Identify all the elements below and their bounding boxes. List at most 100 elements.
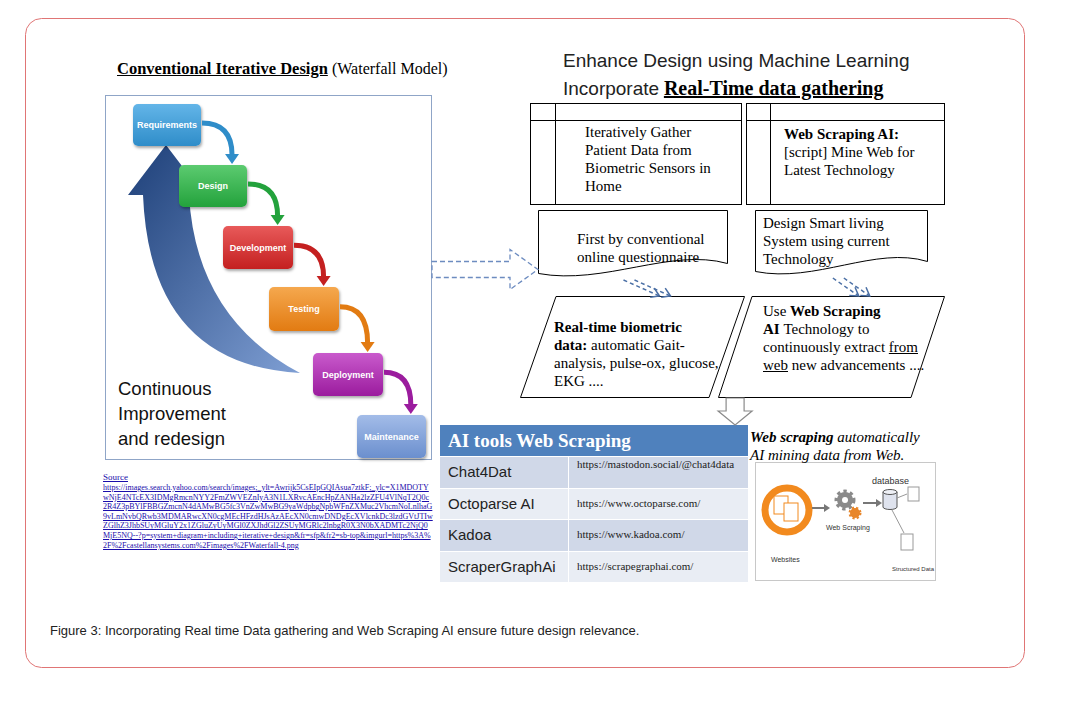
table-cell: https://www.kadoa.com/	[577, 528, 742, 541]
phase-arrow-line	[340, 307, 368, 343]
hollow-arrow	[718, 398, 752, 425]
flow-arrow	[340, 307, 375, 352]
arrow-head	[860, 287, 869, 296]
parallelogram-border	[719, 297, 945, 398]
node-text: UseWeb Scraping AITechnology to continuo…	[763, 302, 943, 374]
node-label: Continuous Improvement and redesign	[118, 378, 226, 449]
structured-doc-icon	[901, 534, 913, 550]
box-inner-line	[747, 120, 945, 121]
node-label: Requirements	[137, 120, 197, 130]
node-text: Development	[223, 226, 293, 269]
flow-arrow	[384, 372, 418, 414]
arrow-head	[225, 154, 239, 164]
picture-frame: Continuous Improvement and redesign Requi…	[105, 95, 432, 460]
phase-arrow-line	[248, 184, 278, 216]
heading-text: Real-Time data gathering	[664, 77, 884, 99]
arrow-head	[317, 276, 331, 286]
illustration-label: database	[872, 476, 922, 486]
illustration-label: Websites	[771, 556, 821, 564]
gear-icon	[837, 492, 853, 508]
hollow-arrow	[432, 250, 538, 290]
flow-head	[824, 504, 830, 512]
dashed-arrow-line	[833, 278, 859, 296]
table-cell: Octoparse AI	[448, 495, 570, 513]
phase-box: Testing	[269, 287, 339, 331]
node-text: Iteratively Gather Patient Data from Bio…	[585, 123, 711, 195]
flow-line	[892, 510, 904, 533]
flow-arrow	[833, 278, 870, 296]
node-label: Development	[230, 243, 287, 253]
box-inner-line	[531, 120, 742, 121]
heading-text: Enhance Design using Machine Learning	[563, 50, 963, 72]
node-text: Web Scraping AI: [script] Mine Web for La…	[784, 125, 934, 179]
illustration-label: Structured Data	[892, 566, 942, 573]
arrow-head	[404, 404, 418, 414]
improvement-loop-arrow	[128, 145, 300, 373]
parallelogram-border	[521, 297, 745, 398]
flow-arrow	[432, 250, 538, 290]
box-inner-line	[555, 104, 556, 205]
gear-hole	[842, 497, 848, 503]
node-text: Testing	[269, 287, 339, 331]
phase-arrow-line	[202, 123, 232, 155]
node-text: First by conventional online questionnai…	[577, 230, 732, 266]
node-label: [script] Mine Web for Latest Technology	[784, 144, 915, 178]
flow-arrow	[202, 123, 239, 164]
table-column-divider	[568, 456, 569, 582]
arrow-head	[361, 342, 375, 352]
text-line: Conventional Iterative Design(Waterfall …	[117, 59, 547, 79]
phase-box: Maintenance	[357, 415, 426, 458]
data-parallelogram: UseWeb Scraping AITechnology to continuo…	[718, 296, 945, 398]
heading-text: Conventional Iterative Design	[117, 59, 328, 78]
node-text: Maintenance	[357, 415, 426, 458]
box-border	[531, 104, 742, 205]
document-border	[539, 211, 728, 276]
flow-arrow	[248, 184, 285, 225]
dashed-arrow-line	[635, 280, 671, 296]
phase-box: Development	[223, 226, 293, 269]
table-cell: https://scrapegraphai.com/	[577, 560, 742, 573]
flow-arrow	[624, 280, 671, 297]
node-label: Design Smart living System using current…	[763, 215, 890, 267]
illustration-frame	[756, 463, 936, 581]
arrow-head	[849, 287, 858, 296]
gear-icon	[850, 508, 860, 518]
node-label: Use	[763, 303, 786, 319]
figure-caption: Figure 3: Incorporating Real time Data g…	[50, 623, 1010, 639]
text-line: IncorporateReal-Time data gathering	[563, 77, 983, 101]
flow-line	[863, 502, 876, 504]
illustration-label: Web Scraping	[826, 524, 886, 532]
phase-box: Deployment	[313, 353, 383, 396]
storage-box: Iteratively Gather Patient Data from Bio…	[530, 103, 742, 205]
phase-arrow-line	[294, 245, 324, 277]
web-page-icon	[784, 503, 798, 521]
arrow-head	[661, 288, 670, 297]
flow-arrow	[718, 398, 752, 425]
document-border	[756, 211, 928, 274]
node-label: Technology to continuously extract	[763, 321, 885, 355]
node-text: Deployment	[313, 353, 383, 396]
heading-text: Incorporate	[563, 78, 659, 99]
dashed-arrow-line	[844, 278, 870, 296]
node-label: Testing	[288, 304, 319, 314]
node-text: Design	[179, 165, 247, 207]
structured-doc-icon	[908, 487, 919, 501]
node-text: Design Smart living System using current…	[763, 214, 928, 268]
note-text: Web scraping	[750, 429, 833, 445]
storage-box: Web Scraping AI: [script] Mine Web for La…	[746, 103, 945, 205]
node-label: Web Scraping AI:	[784, 126, 899, 142]
flow-arrow	[294, 245, 331, 286]
arrow-head	[271, 215, 285, 225]
table-cell: https://mastodon.social/@chat4data	[577, 458, 742, 471]
arrow-head	[650, 288, 659, 297]
node-label: First by conventional online questionnai…	[577, 231, 705, 265]
table-cell: Chat4Dat	[448, 463, 570, 481]
flow-line	[812, 507, 824, 509]
table-cell: ScraperGraphAi	[448, 558, 570, 576]
phase-box: Design	[179, 165, 247, 207]
heading-text: (Waterfall Model)	[332, 60, 448, 77]
node-text: AI tools Web Scraping	[448, 430, 738, 452]
flow-line	[897, 494, 907, 498]
outer-frame	[26, 19, 1025, 668]
source-url: https://images.search.yahoo.com/search/i…	[103, 483, 433, 550]
